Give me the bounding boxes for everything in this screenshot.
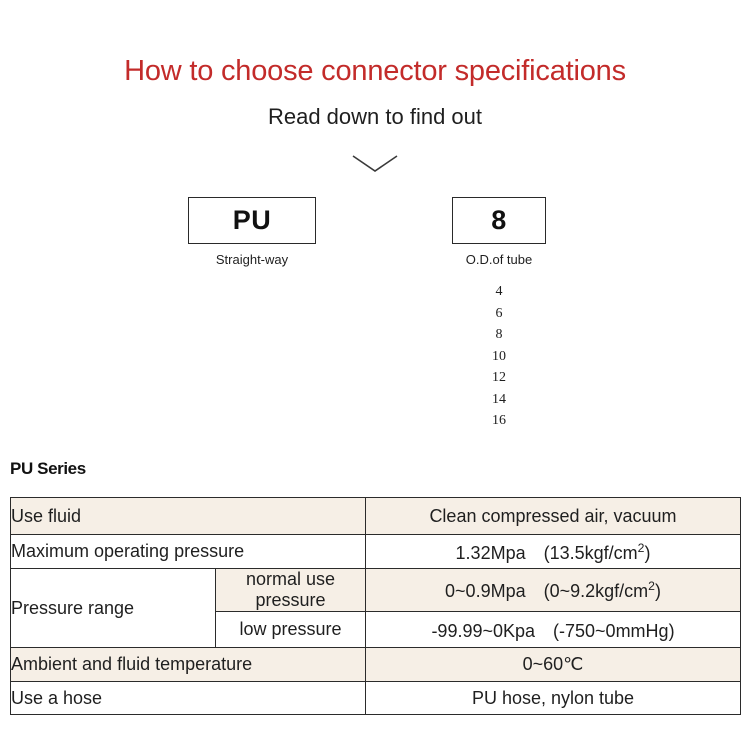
row-label: Ambient and fluid temperature	[10, 647, 366, 682]
page-title: How to choose connector specifications	[124, 55, 626, 87]
code-box-tube-size-caption: O.D.of tube	[465, 252, 533, 267]
tube-size-option[interactable]: 10	[492, 348, 506, 364]
chevron-down-icon	[352, 155, 398, 172]
page-subtitle: Read down to find out	[267, 104, 483, 129]
table-row: low pressure-99.99~0Kpa (-750~0mmHg)	[11, 611, 741, 648]
row-sublabel: normal use pressure	[215, 568, 366, 612]
row-value: 0~0.9Mpa (0~9.2kgf/cm2)	[365, 568, 741, 612]
row-value: Clean compressed air, vacuum	[365, 497, 741, 535]
tube-size-option[interactable]: 16	[492, 413, 506, 428]
tube-size-option[interactable]: 6	[495, 305, 503, 321]
tube-size-option[interactable]: 12	[492, 370, 506, 385]
row-label: Use fluid	[10, 497, 366, 535]
code-box-tube-size: 8	[452, 197, 546, 244]
series-heading: PU Series	[10, 459, 86, 478]
row-value: PU hose, nylon tube	[365, 681, 741, 715]
tube-size-option[interactable]: 4	[495, 284, 503, 299]
code-box-series: PU	[188, 197, 316, 244]
row-value: 1.32Mpa (13.5kgf/cm2)	[365, 534, 741, 569]
tube-size-option[interactable]: 8	[495, 327, 503, 342]
tube-size-list: 4 6 8 10 12 14 16	[452, 281, 546, 432]
row-label: Use a hose	[10, 681, 366, 715]
row-value: -99.99~0Kpa (-750~0mmHg)	[365, 611, 741, 648]
row-value: 0~60℃	[365, 647, 741, 682]
row-label: Pressure range	[10, 568, 216, 648]
code-box-series-caption: Straight-way	[215, 252, 289, 267]
row-sublabel: low pressure	[215, 611, 366, 648]
tube-size-option[interactable]: 14	[492, 391, 506, 407]
row-label: Maximum operating pressure	[10, 534, 366, 569]
